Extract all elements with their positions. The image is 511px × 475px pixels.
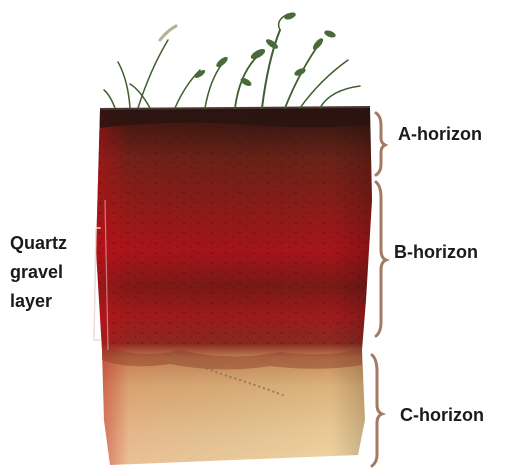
quartz-gravel-layer-label: Quartz gravel layer xyxy=(10,229,67,316)
a-horizon-brace xyxy=(376,113,385,175)
b-horizon-label: B-horizon xyxy=(394,242,478,263)
c-horizon-brace xyxy=(372,355,382,466)
a-horizon-label: A-horizon xyxy=(398,124,482,145)
b-horizon-brace xyxy=(376,182,386,336)
quartz-label-line-3: layer xyxy=(10,287,67,316)
quartz-label-line-1: Quartz xyxy=(10,229,67,258)
grass-vegetation xyxy=(104,14,360,108)
soil-block xyxy=(96,106,372,465)
c-horizon-label: C-horizon xyxy=(400,405,484,426)
quartz-label-line-2: gravel xyxy=(10,258,67,287)
